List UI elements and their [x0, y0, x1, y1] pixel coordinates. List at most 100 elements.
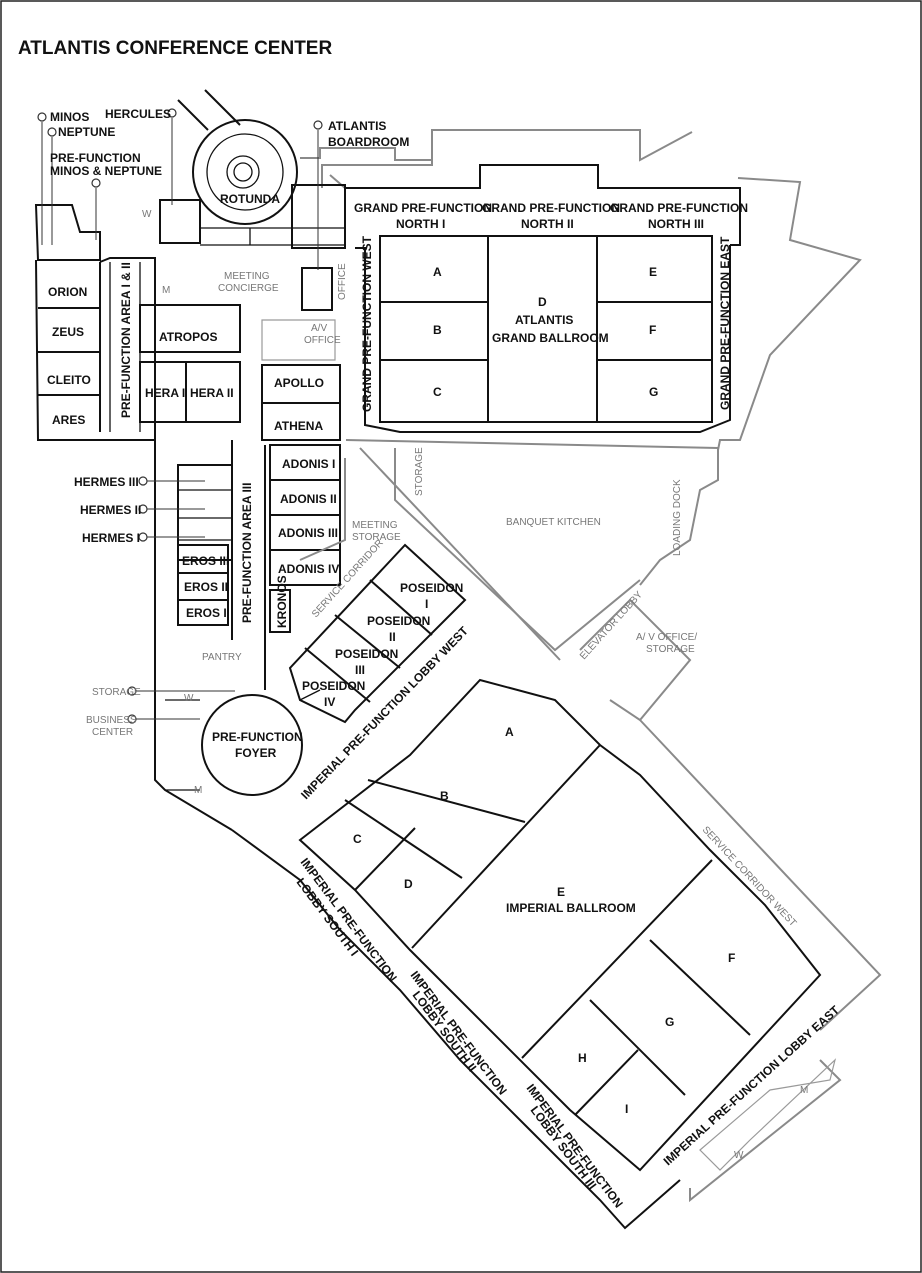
hermes-ii-pin	[138, 504, 148, 514]
label-w-north: W	[142, 209, 152, 220]
label-imperial-e-name: IMPERIAL BALLROOM	[506, 901, 636, 915]
business-center-pin	[127, 714, 137, 724]
central-spine-wall	[231, 440, 266, 690]
label-office: OFFICE	[337, 263, 348, 300]
label-imperial-c: C	[353, 832, 362, 846]
boardroom-block	[291, 184, 346, 249]
east-restrooms-grey	[699, 1058, 837, 1171]
label-av-office-1: A/V	[311, 323, 327, 334]
label-minos: MINOS	[50, 110, 89, 124]
label-pantry: PANTRY	[202, 652, 242, 663]
label-meeting-storage-1: MEETING	[352, 520, 398, 531]
label-hera-i: HERA I	[145, 386, 185, 400]
imperial-ab	[367, 779, 526, 823]
grand-prefunction-south-wall	[355, 245, 731, 433]
label-athena: ATHENA	[274, 419, 323, 433]
north-service-wall	[300, 129, 862, 661]
minos-neptune-block	[34, 204, 101, 261]
label-loading-dock: LOADING DOCK	[672, 479, 683, 556]
label-atropos: ATROPOS	[159, 330, 217, 344]
label-prefunction-foyer-2: FOYER	[235, 746, 277, 760]
adonis-block	[269, 444, 341, 586]
label-poseidon-iv-name: POSEIDON	[302, 679, 365, 693]
minos-pin	[37, 112, 47, 122]
label-imperial-f: F	[728, 951, 735, 965]
label-av-office-storage-1: A/ V OFFICE/	[636, 632, 697, 643]
office-box	[301, 267, 333, 311]
label-adonis-i: ADONIS I	[282, 457, 335, 471]
label-north-iii: NORTH III	[648, 217, 704, 231]
prefunction-foyer-circle	[201, 694, 303, 796]
label-north-ii: NORTH II	[521, 217, 574, 231]
label-rotunda: ROTUNDA	[220, 192, 280, 206]
label-imperial-g: G	[665, 1015, 674, 1029]
west-spine-wall	[154, 440, 233, 831]
label-ares: ARES	[52, 413, 85, 427]
label-cleito: CLEITO	[47, 373, 91, 387]
neptune-pin	[47, 127, 57, 137]
label-prefunction-mn-1: PRE-FUNCTION	[50, 151, 141, 165]
label-grand-d-name-2: GRAND BALLROOM	[492, 331, 609, 345]
hermes-iii-pin	[138, 476, 148, 486]
imperial-hi	[574, 1049, 639, 1116]
label-grand-prefunction-west: GRAND PRE-FUNCTION WEST	[360, 235, 374, 412]
service-corridor-grey	[299, 448, 882, 1203]
label-zeus: ZEUS	[52, 325, 84, 339]
label-eros-iii: EROS III	[182, 554, 229, 568]
hercules-room	[159, 199, 201, 244]
imperial-cd	[354, 827, 416, 891]
imperial-south-wall	[231, 829, 681, 1230]
label-imperial-h: H	[578, 1051, 587, 1065]
label-neptune: NEPTUNE	[58, 125, 115, 139]
label-adonis-ii: ADONIS II	[280, 492, 337, 506]
label-imperial-e: E	[557, 885, 565, 899]
label-grand-a: A	[433, 265, 442, 279]
hera-block	[139, 361, 241, 423]
grand-prefunction-north-wall	[345, 164, 741, 246]
label-boardroom-2: BOARDROOM	[328, 135, 409, 149]
label-storage-north: STORAGE	[414, 447, 425, 496]
label-hercules: HERCULES	[105, 107, 171, 121]
central-north-block	[139, 304, 241, 353]
label-poseidon-iii-num: III	[355, 663, 365, 677]
hermes-i-pin	[138, 532, 148, 542]
imperial-fg	[649, 939, 751, 1036]
prefunction-mn-pin	[91, 178, 101, 188]
label-orion: ORION	[48, 285, 87, 299]
boardroom-pin	[313, 120, 323, 130]
rotunda-fountain	[226, 155, 260, 189]
label-grand-e: E	[649, 265, 657, 279]
label-meeting-storage-2: STORAGE	[352, 532, 401, 543]
label-imperial-b: B	[440, 789, 449, 803]
label-poseidon-i-name: POSEIDON	[400, 581, 463, 595]
label-grand-b: B	[433, 323, 442, 337]
label-poseidon-iv-num: IV	[324, 695, 335, 709]
label-av-office-storage-2: STORAGE	[646, 644, 695, 655]
label-prefunction-area-iii: PRE-FUNCTION AREA III	[240, 483, 254, 623]
label-poseidon-i-num: I	[425, 597, 428, 611]
label-business-center-1: BUSINESS	[86, 715, 137, 726]
kronos-room	[269, 589, 291, 633]
imperial-ballroom-outline	[298, 678, 822, 1172]
label-apollo: APOLLO	[274, 376, 324, 390]
label-poseidon-ii-name: POSEIDON	[367, 614, 430, 628]
label-eros-i: EROS I	[186, 606, 227, 620]
label-grand-f: F	[649, 323, 656, 337]
storage-pin	[127, 686, 137, 696]
label-grand-d: D	[538, 295, 547, 309]
label-m-east: M	[800, 1085, 808, 1096]
poseidon-iii-iv	[304, 647, 371, 703]
label-av-office-2: OFFICE	[304, 335, 341, 346]
label-hera-ii: HERA II	[190, 386, 234, 400]
label-grand-prefunction-1: GRAND PRE-FUNCTION	[354, 201, 492, 215]
rotunda-outer	[192, 119, 298, 225]
label-meeting-concierge-2: CONCIERGE	[218, 283, 279, 294]
label-grand-d-name-1: ATLANTIS	[515, 313, 573, 327]
hercules-pin	[167, 108, 177, 118]
label-hermes-ii: HERMES II	[80, 503, 141, 517]
label-grand-prefunction-3: GRAND PRE-FUNCTION	[610, 201, 748, 215]
label-imperial-i: I	[625, 1102, 628, 1116]
label-prefunction-area-i-ii: PRE-FUNCTION AREA I & II	[119, 262, 133, 418]
rotunda-inner	[206, 133, 284, 211]
